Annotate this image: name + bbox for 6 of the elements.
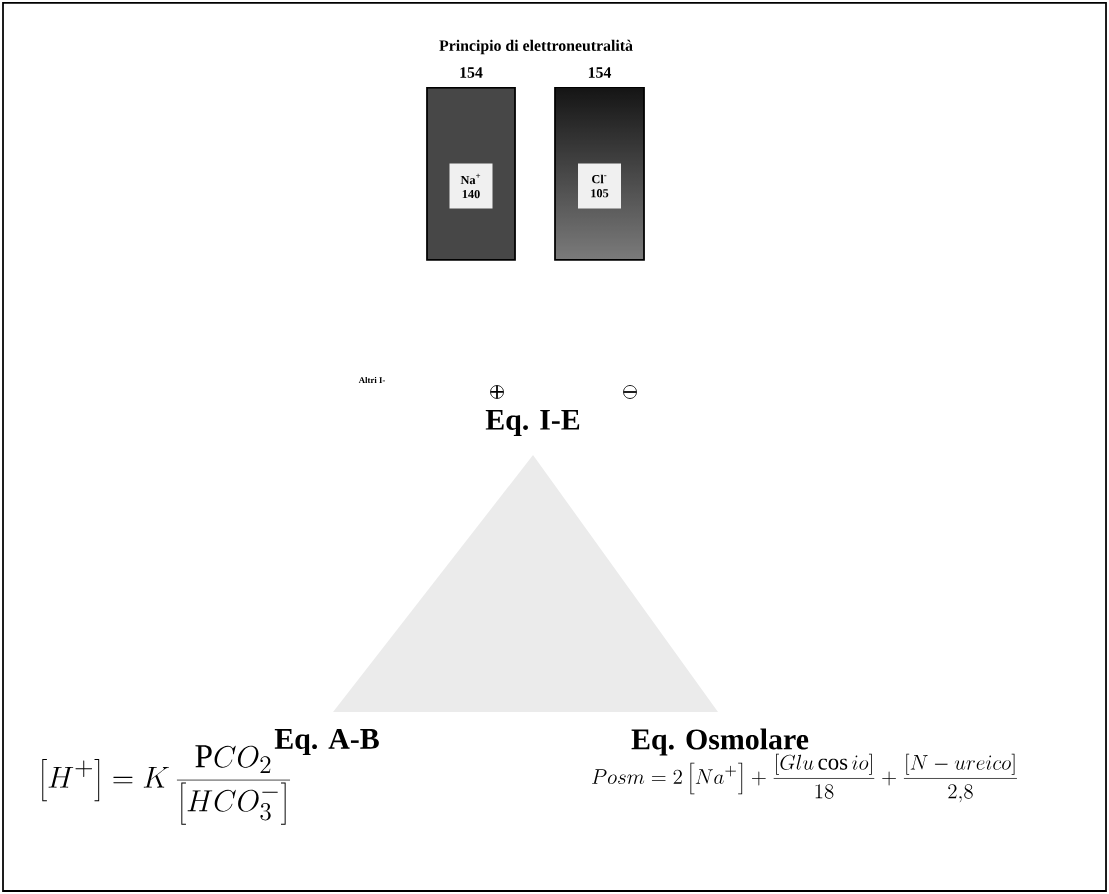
ion-box: Na$^{+}$ 140 bbox=[449, 163, 493, 209]
value-label: 154 bbox=[460, 67, 483, 78]
note-text: Altri I- bbox=[358, 376, 385, 384]
ion-box: Cl$^{-}$ 105 bbox=[578, 163, 621, 209]
title: Principio di elettroneutralità bbox=[439, 39, 633, 55]
value-label: 154 bbox=[588, 67, 612, 78]
